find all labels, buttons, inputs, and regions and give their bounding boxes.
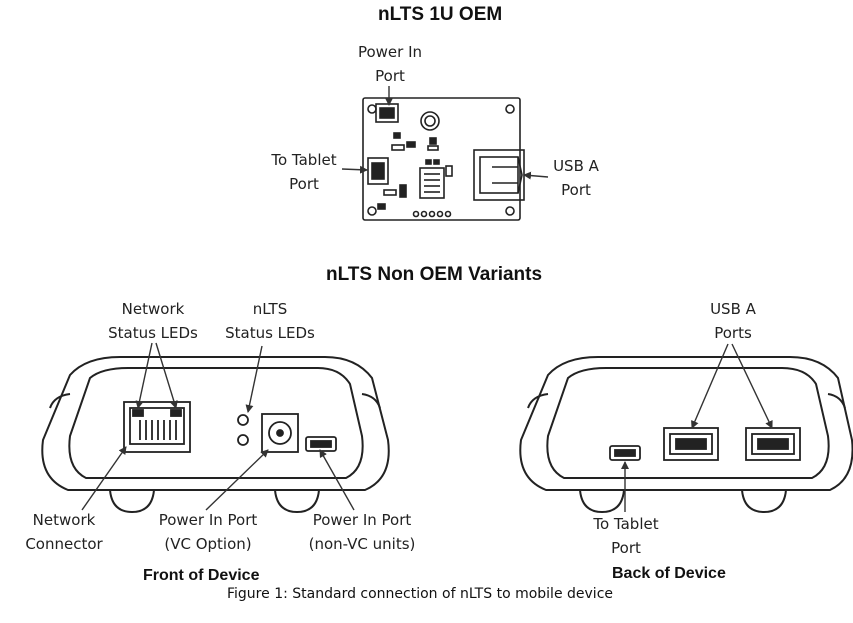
oem-leader-arrows — [341, 86, 549, 180]
back-usb-a-port-right — [745, 427, 801, 461]
power-micro-usb-port — [305, 436, 337, 452]
back-usb-a-port-left — [663, 427, 719, 461]
oem-title: nLTS 1U OEM — [378, 4, 503, 25]
network-connector-jack — [123, 401, 191, 453]
power-jack-vc — [261, 413, 299, 453]
label-power-in-vc: Power In Port(VC Option) — [158, 511, 258, 553]
non-oem-title: nLTS Non OEM Variants — [326, 264, 543, 285]
front-leader-arrows — [81, 342, 355, 511]
back-micro-usb-port — [609, 445, 641, 461]
caption-back-of-device: Back of Device — [612, 565, 726, 582]
back-leader-arrows — [621, 343, 773, 512]
caption-front-of-device: Front of Device — [143, 567, 260, 584]
figure-caption: Figure 1: Standard connection of nLTS to… — [227, 586, 613, 602]
back-device-body — [519, 356, 853, 514]
oem-circuit-board — [362, 97, 525, 221]
label-power-in-nonvc: Power In Port(non-VC units) — [308, 511, 416, 553]
nlts-status-leds — [237, 414, 249, 446]
front-device-body — [41, 356, 390, 514]
